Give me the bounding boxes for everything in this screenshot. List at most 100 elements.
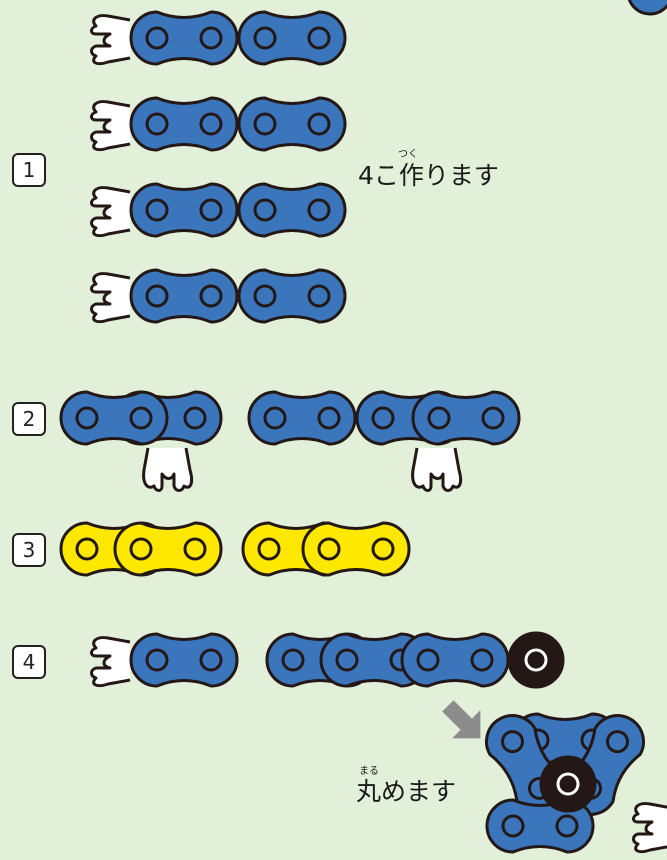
roller-hole [253, 26, 277, 50]
black-link-icon [539, 755, 597, 813]
roller-hole [145, 26, 169, 50]
roller-hole [183, 406, 207, 430]
roller-hole [199, 26, 223, 50]
step1-chain-4 [129, 268, 347, 324]
final-triangle-chain [485, 712, 645, 854]
chain-clip-icon [90, 272, 131, 324]
chain-plate [237, 96, 347, 152]
chain-segment [247, 390, 357, 446]
roller-hole [317, 537, 341, 561]
chain-plate [129, 182, 239, 238]
roller-hole [335, 648, 359, 672]
step1-chain-3 [129, 182, 347, 238]
roller-hole [470, 648, 494, 672]
chain-segment [129, 96, 239, 152]
step-badge-2: 2 [12, 402, 46, 436]
roller-hole [307, 26, 331, 50]
roller-hole [501, 814, 525, 838]
step4-chain [129, 631, 565, 689]
chain-plate [129, 10, 239, 66]
roller-hole [501, 730, 524, 754]
chain-segment [400, 632, 510, 688]
chain-segment [237, 268, 347, 324]
chain-plate [59, 390, 169, 446]
chain-segment [59, 390, 169, 446]
roller-hole [606, 730, 629, 754]
roller-hole [183, 537, 207, 561]
chain-clip-icon [142, 447, 194, 492]
chain-segment [237, 10, 347, 66]
roller-hole [199, 198, 223, 222]
chain-segment [411, 390, 521, 446]
chain-plate [129, 268, 239, 324]
chain-clip-right [632, 802, 667, 854]
chain-clip-left [90, 100, 131, 152]
roller-hole [263, 406, 287, 430]
arrow-shape [442, 700, 481, 739]
roller-hole [199, 284, 223, 308]
step1-caption-ruby: つく [398, 149, 418, 160]
step3-chain [59, 521, 411, 577]
roller-hole [75, 537, 99, 561]
roller-hole [145, 284, 169, 308]
chain-clip-icon [90, 636, 131, 688]
step1-caption: 4こ作ります [358, 161, 499, 190]
roller-hole [307, 284, 331, 308]
chain-plate [237, 10, 347, 66]
chain-clip-icon [411, 447, 463, 492]
chain-plate [129, 96, 239, 152]
final-caption: 丸めます [356, 777, 457, 806]
corner-link-icon [627, 0, 667, 16]
chain-clip-left [90, 186, 131, 238]
roller-hole [371, 406, 395, 430]
roller-hole [129, 406, 153, 430]
chain-plate [319, 632, 429, 688]
roller-hole [307, 198, 331, 222]
final-caption-ruby: まる [359, 766, 379, 777]
chain-clip-icon [90, 186, 131, 238]
roller-hole [371, 537, 395, 561]
chain-plate [237, 182, 347, 238]
black-link-hole [524, 648, 548, 672]
roller-hole [129, 537, 153, 561]
step2-clip-right [411, 447, 463, 492]
roller-hole [307, 112, 331, 136]
chain-plate [411, 390, 521, 446]
chain-clip-left [90, 14, 131, 66]
roller-hole [75, 406, 99, 430]
chain-clip-left [90, 636, 131, 688]
chain-segment [113, 521, 223, 577]
roller-hole [145, 648, 169, 672]
step-badge-4: 4 [12, 645, 46, 679]
chain-plate [129, 632, 239, 688]
chain-clip-left [90, 272, 131, 324]
roller-hole [317, 406, 341, 430]
chain-segment [319, 632, 429, 688]
black-link-hole [556, 772, 580, 796]
black-link-icon [507, 631, 565, 689]
down-right-arrow-icon [442, 700, 481, 739]
roller-hole [253, 198, 277, 222]
roller-hole [145, 112, 169, 136]
chain-segment [129, 10, 239, 66]
step1-chain-2 [129, 96, 347, 152]
roller-hole [199, 112, 223, 136]
step2-clip-left [142, 447, 194, 492]
roller-hole [281, 648, 305, 672]
step2-chain [59, 390, 521, 446]
chain-segment [237, 96, 347, 152]
step1-chain-1 [129, 10, 347, 66]
chain-segment [129, 182, 239, 238]
chain-plate [237, 268, 347, 324]
roller-hole [555, 814, 579, 838]
roller-hole [253, 112, 277, 136]
roller-hole [427, 406, 451, 430]
roller-hole [253, 284, 277, 308]
step-badge-3: 3 [12, 533, 46, 567]
chain-plate [113, 521, 223, 577]
step-badge-1: 1 [12, 153, 46, 187]
chain-clip-icon [632, 802, 667, 854]
roller-hole [145, 198, 169, 222]
